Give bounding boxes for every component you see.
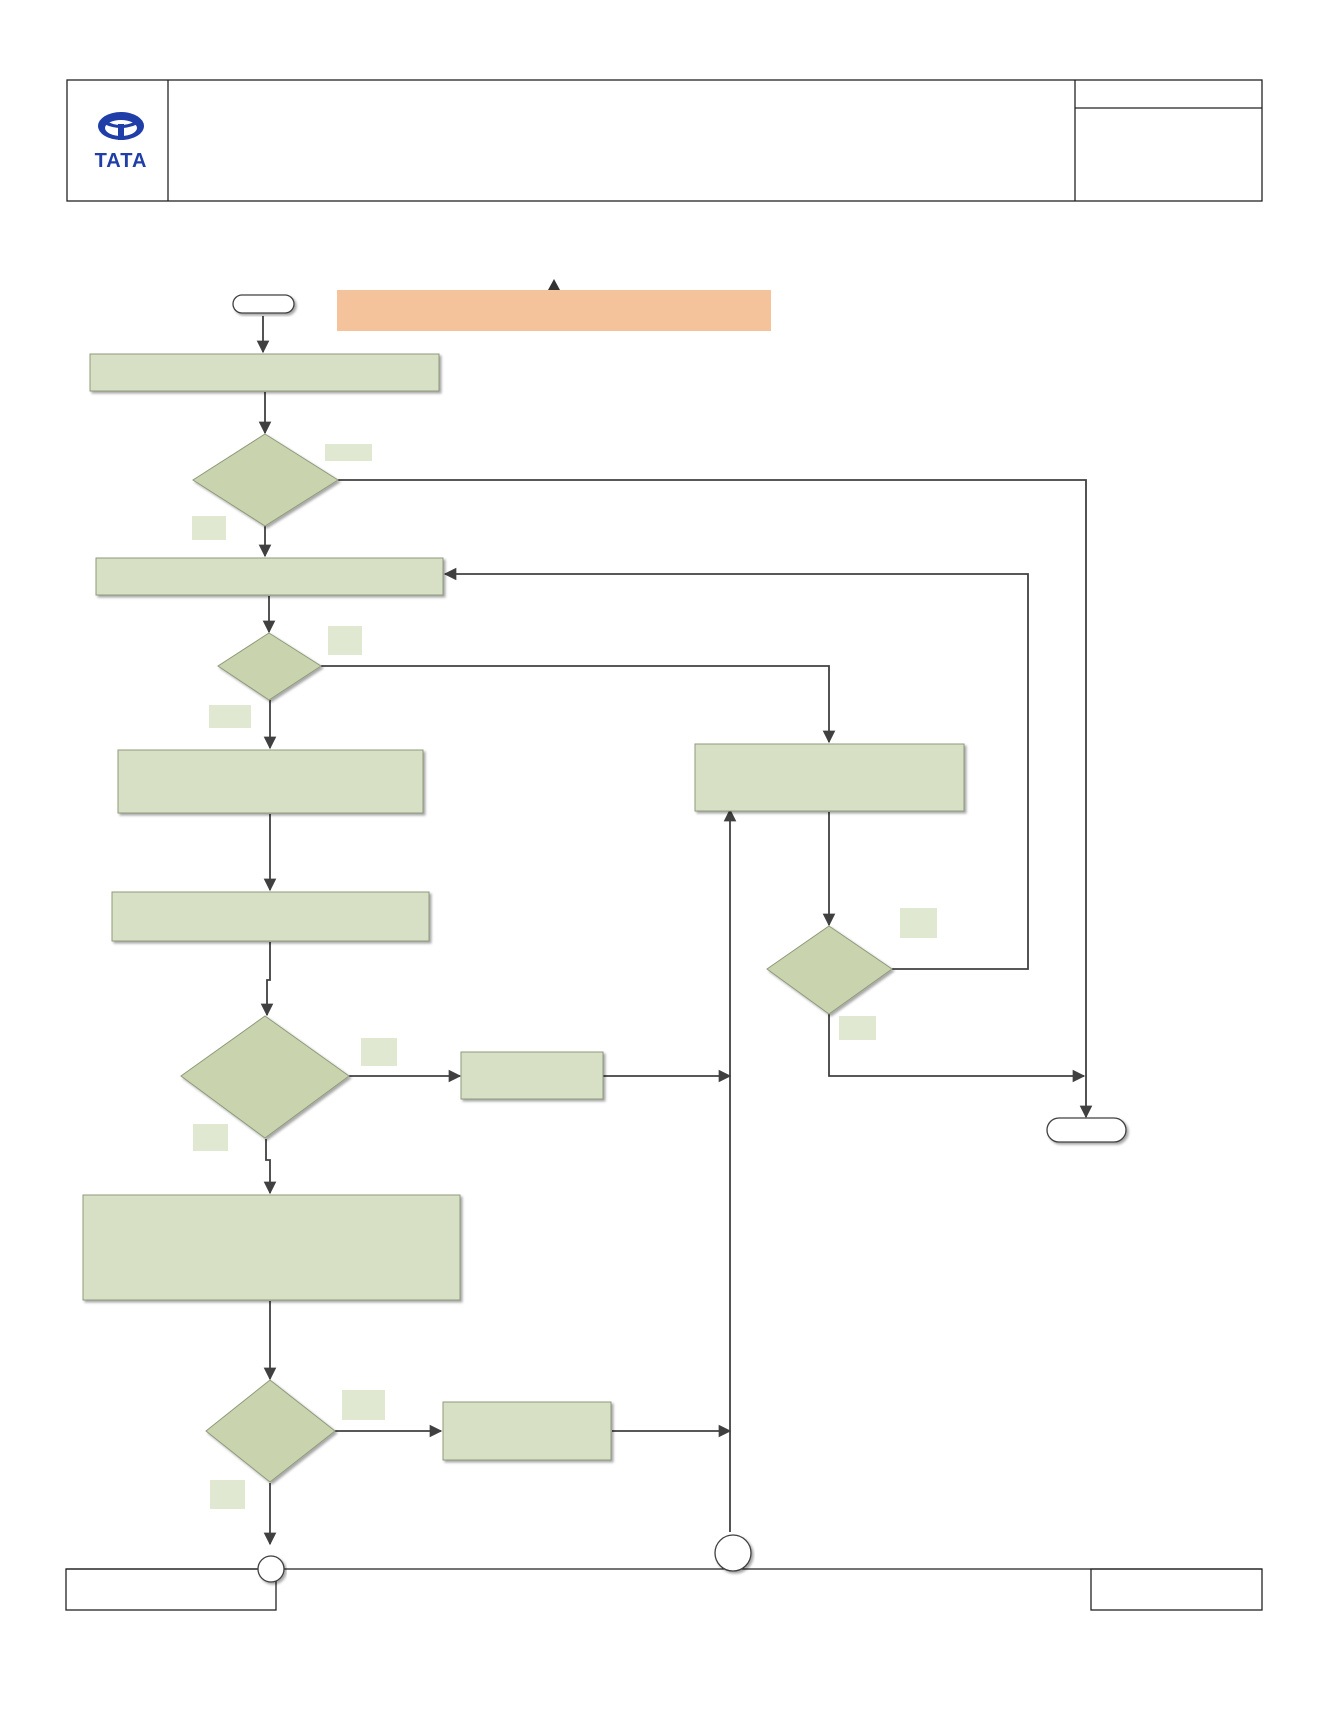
process-box-8 [442,1401,612,1461]
decision-4 [766,925,893,1015]
edge-d4-end [828,1014,1086,1083]
edge-label-d2-down [209,705,251,728]
edge-label-d4-down [839,1016,876,1040]
process-box-6 [694,743,965,812]
edge-label-d5-down [210,1480,245,1509]
note-banner [337,279,771,331]
edge-d2-p6 [321,665,836,744]
edge-label-d4-right [900,908,937,938]
edge-d1-end [338,479,1093,1119]
edge-label-d1-down [192,516,226,540]
end-terminal [1046,1117,1127,1143]
edge-label-d1-right [325,444,372,461]
process-box-1 [89,353,440,392]
edge-label-d3-down [193,1124,228,1151]
connector-a [257,1555,285,1583]
document-header: TATA [66,79,1263,202]
edge-label-d3-right [361,1038,397,1066]
logo-text: TATA [95,150,148,172]
decision-5 [205,1379,336,1483]
flow-connectors [256,316,1093,1546]
edge-d4-p2 [443,567,1029,970]
process-box-2 [95,557,444,596]
edge-label-d2-right [328,626,362,655]
decision-2 [217,632,322,701]
edge-p4-d3 [260,942,274,1017]
decision-1 [192,433,339,527]
process-box-5 [82,1194,461,1301]
document-footer [65,1568,1263,1611]
process-box-4 [111,891,430,942]
connector-b [714,1534,752,1572]
edge-d3-p5 [263,1139,277,1195]
process-box-7 [460,1051,604,1100]
edge-label-d5-right [342,1390,385,1420]
process-box-3 [117,749,424,814]
decision-3 [180,1015,350,1139]
start-terminal [232,294,295,314]
tata-logo-icon: TATA [95,112,148,172]
